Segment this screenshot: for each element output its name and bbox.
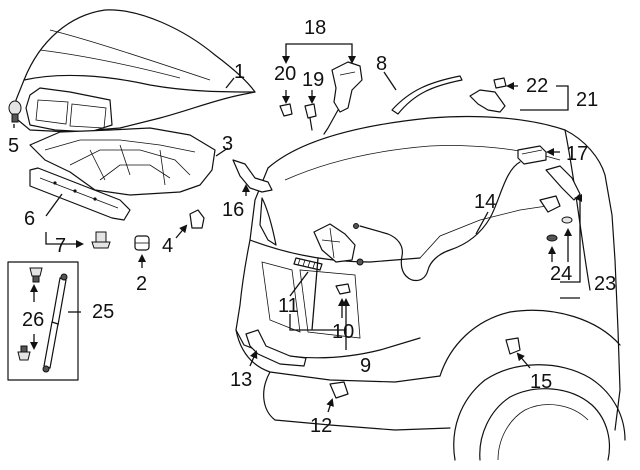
lock-assembly — [279, 61, 364, 266]
callout-11: 11 — [278, 295, 299, 317]
callout-10: 10 — [332, 321, 354, 343]
callout-25: 25 — [92, 301, 114, 323]
callout-6: 6 — [24, 208, 35, 230]
callout-17: 17 — [566, 143, 588, 165]
hood-panel — [15, 9, 256, 133]
callout-3: 3 — [222, 133, 233, 155]
callout-numbers: 1 2 3 4 5 6 7 8 9 10 11 12 13 14 15 16 1… — [8, 17, 616, 437]
ball-stud-lower — [17, 345, 31, 361]
lock-pad-11 — [293, 257, 323, 271]
clip-15 — [505, 337, 521, 355]
callout-19: 19 — [302, 69, 324, 91]
callout-7: 7 — [55, 235, 66, 257]
callout-21: 21 — [576, 89, 598, 111]
callout-5: 5 — [8, 135, 19, 157]
leader-lines — [13, 43, 582, 413]
callout-20: 20 — [274, 63, 296, 85]
support-bracket-21 — [469, 77, 507, 113]
callout-1: 1 — [234, 61, 245, 83]
latch-hook-23 — [539, 165, 581, 242]
callout-23: 23 — [594, 273, 616, 295]
hood-hinge-16 — [232, 159, 273, 193]
release-cable-14 — [353, 161, 521, 282]
ball-stud-upper — [29, 267, 43, 283]
hood-cushion-2 — [134, 235, 150, 251]
callout-24: 24 — [550, 263, 572, 285]
hood-bumper-stop-4 — [189, 209, 205, 229]
callout-8: 8 — [376, 53, 387, 75]
callout-12: 12 — [310, 415, 332, 437]
cushion-12 — [329, 381, 349, 399]
clip-10 — [335, 283, 351, 295]
callout-16: 16 — [222, 199, 244, 221]
cushion-clip-5 — [8, 100, 22, 123]
callout-13: 13 — [230, 369, 252, 391]
hood-insulator — [29, 127, 216, 196]
callout-4: 4 — [162, 235, 173, 257]
callout-15: 15 — [530, 371, 552, 393]
bracket-13 — [245, 329, 307, 367]
callout-22: 22 — [526, 75, 548, 97]
callout-2: 2 — [136, 273, 147, 295]
callout-9: 9 — [360, 355, 371, 377]
callout-26: 26 — [22, 309, 44, 331]
support-rod-box — [7, 261, 79, 381]
vehicle-front — [235, 115, 626, 461]
callout-14: 14 — [474, 191, 496, 213]
hood-front-seal-strip — [29, 167, 131, 221]
hood-seal-8 — [391, 75, 463, 115]
release-handle-17 — [517, 145, 547, 165]
callout-18: 18 — [304, 17, 326, 39]
retainer-7 — [91, 231, 111, 249]
